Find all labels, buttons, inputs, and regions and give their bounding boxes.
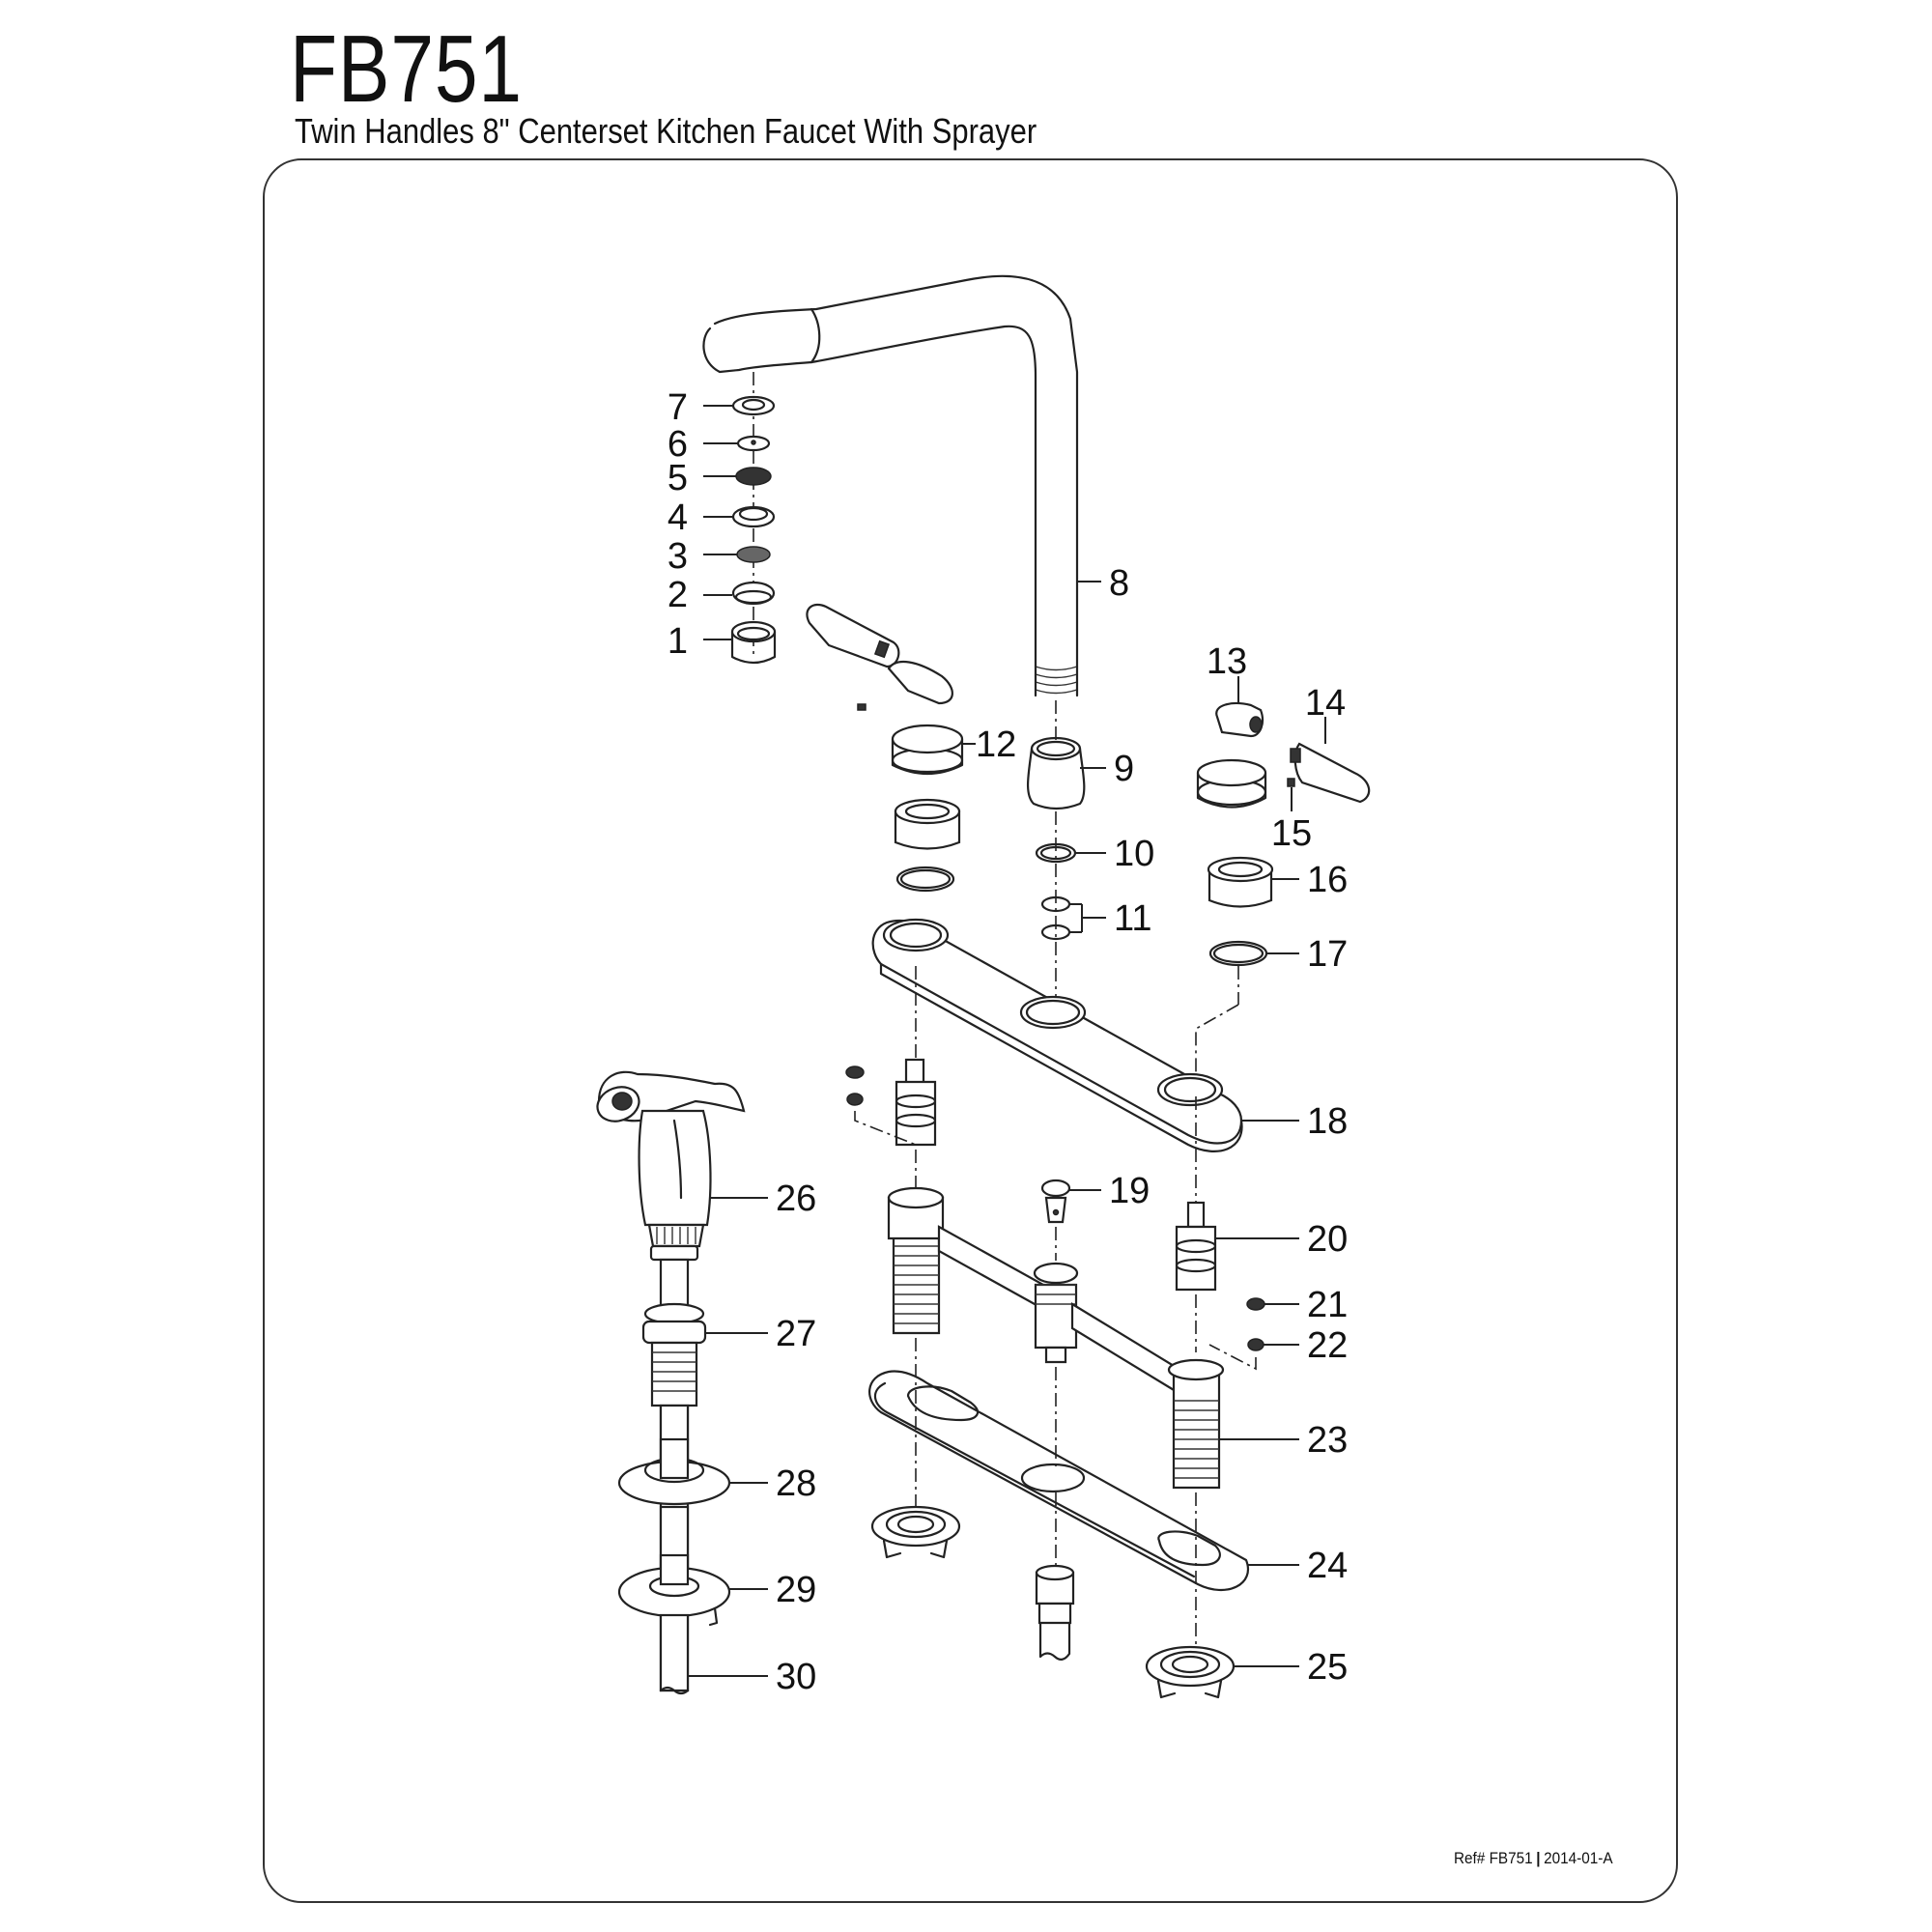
callout-number: 14 [1305, 683, 1346, 724]
callout-number: 20 [1307, 1219, 1348, 1260]
ref-separator: | [1536, 1849, 1541, 1867]
diagram-frame [263, 158, 1678, 1903]
callout-number: 15 [1271, 813, 1312, 854]
callout-number: 18 [1307, 1101, 1348, 1142]
callout-number: 13 [1207, 641, 1247, 682]
callout-number: 27 [776, 1314, 816, 1354]
callout-number: 25 [1307, 1647, 1348, 1688]
callout-number: 29 [776, 1570, 816, 1610]
left-cartridge-drawing [845, 966, 937, 1147]
callout-number: 23 [1307, 1420, 1348, 1461]
product-subtitle: Twin Handles 8" Centerset Kitchen Faucet… [295, 111, 1037, 151]
base-gasket-drawing [868, 1370, 1249, 1592]
callout-number: 6 [668, 424, 688, 465]
callout-number: 10 [1114, 834, 1154, 874]
callout-number: 21 [1307, 1285, 1348, 1325]
spout-base-drawing [1027, 736, 1086, 941]
callout-number: 19 [1109, 1171, 1150, 1211]
callout-number: 17 [1307, 934, 1348, 975]
callout-number: 3 [668, 536, 688, 577]
callout-number: 1 [668, 621, 688, 662]
callout-number: 2 [668, 575, 688, 615]
aerator-stack-drawing [730, 395, 777, 665]
ref-number: Ref# FB751 [1454, 1849, 1533, 1867]
revision-code: 2014-01-A [1544, 1849, 1613, 1867]
callout-number: 5 [668, 458, 688, 498]
callout-number: 28 [776, 1463, 816, 1504]
diverter-drawing [1040, 1179, 1071, 1224]
callout-number: 12 [976, 724, 1016, 765]
callout-layer: 1234567891011121314151617181920212223242… [668, 387, 1348, 1697]
reference-footer: Ref# FB751|2014-01-A [1454, 1850, 1613, 1866]
mounting-nut-drawing [870, 1505, 1236, 1699]
callout-number: 11 [1114, 898, 1151, 939]
callout-number: 8 [1109, 563, 1129, 604]
left-handle-drawing [806, 603, 964, 893]
valve-body-drawing [887, 1150, 1225, 1490]
callout-number: 22 [1307, 1325, 1348, 1366]
callout-number: 4 [668, 497, 688, 538]
callout-number: 26 [776, 1179, 816, 1219]
callout-number: 16 [1307, 860, 1348, 900]
model-number: FB751 [290, 15, 523, 122]
sprayer-drawing [596, 1070, 746, 1695]
callout-number: 30 [776, 1657, 816, 1697]
right-cartridge-drawing [1175, 1096, 1265, 1371]
callout-number: 7 [668, 387, 688, 428]
callout-number: 9 [1114, 749, 1134, 789]
spout-drawing [702, 274, 1079, 697]
escutcheon-plate-drawing [871, 918, 1243, 1152]
supply-connector-drawing [1035, 1564, 1075, 1661]
callout-number: 24 [1307, 1546, 1348, 1586]
